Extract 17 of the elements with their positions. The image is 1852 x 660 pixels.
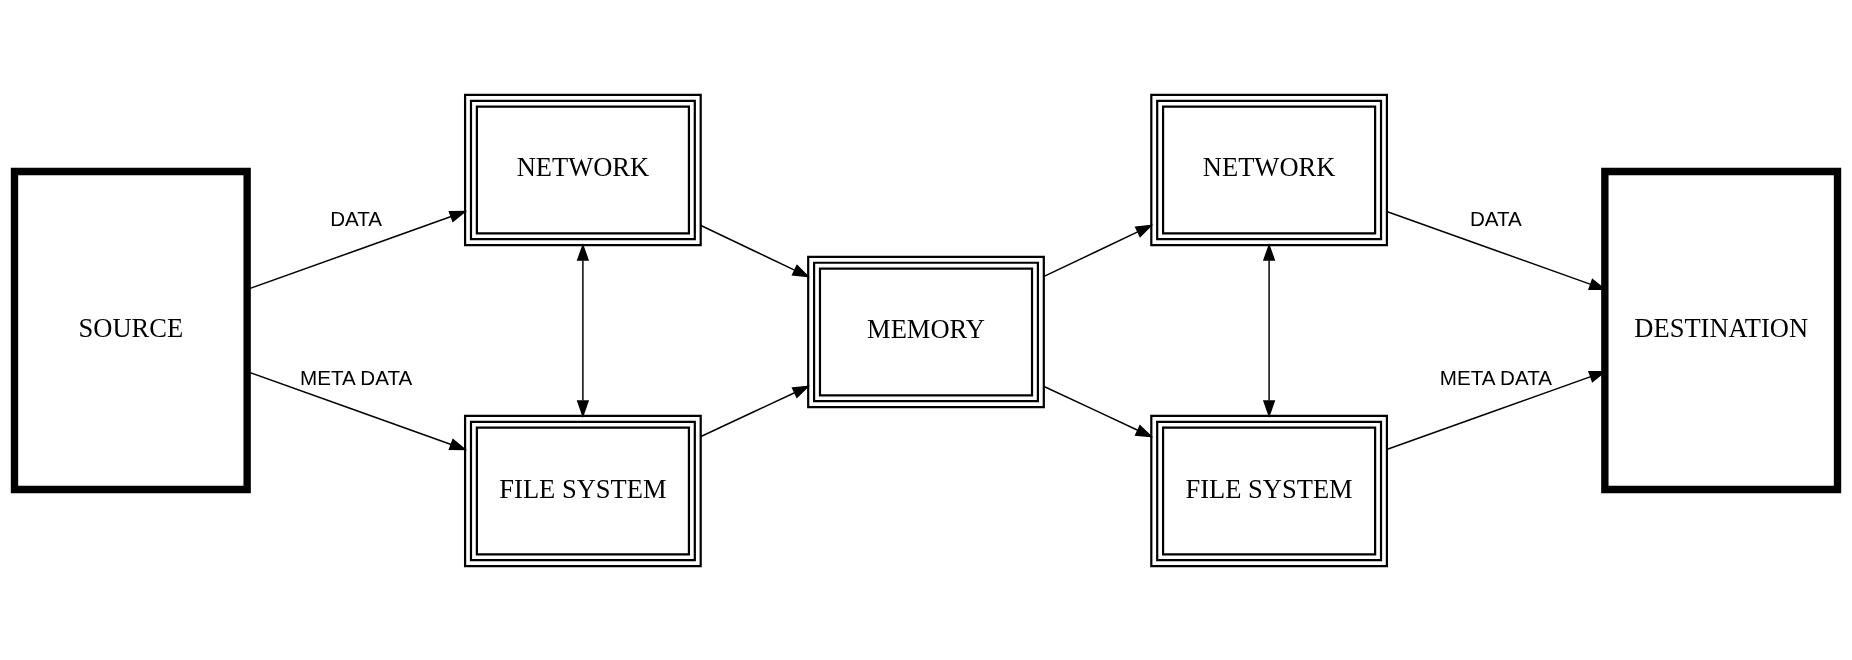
edge-label: META DATA (300, 365, 413, 389)
arrow (1043, 385, 1154, 437)
edge-label: DATA (1469, 206, 1522, 230)
arrow (1262, 242, 1276, 418)
edge-label: META DATA (1439, 365, 1552, 389)
arrow (700, 384, 811, 437)
edge-label: DATA (330, 206, 383, 230)
node-box: FILE SYSTEM (464, 414, 702, 567)
node-box: NETWORK (1150, 93, 1388, 246)
node-box: DESTINATION (1601, 167, 1842, 493)
arrow (576, 242, 590, 418)
arrow (700, 224, 811, 277)
node-box: SOURCE (10, 167, 251, 493)
node-box: MEMORY (807, 255, 1045, 408)
arrow (1043, 223, 1154, 277)
node-box: NETWORK (464, 93, 702, 246)
node-box: FILE SYSTEM (1150, 414, 1388, 567)
